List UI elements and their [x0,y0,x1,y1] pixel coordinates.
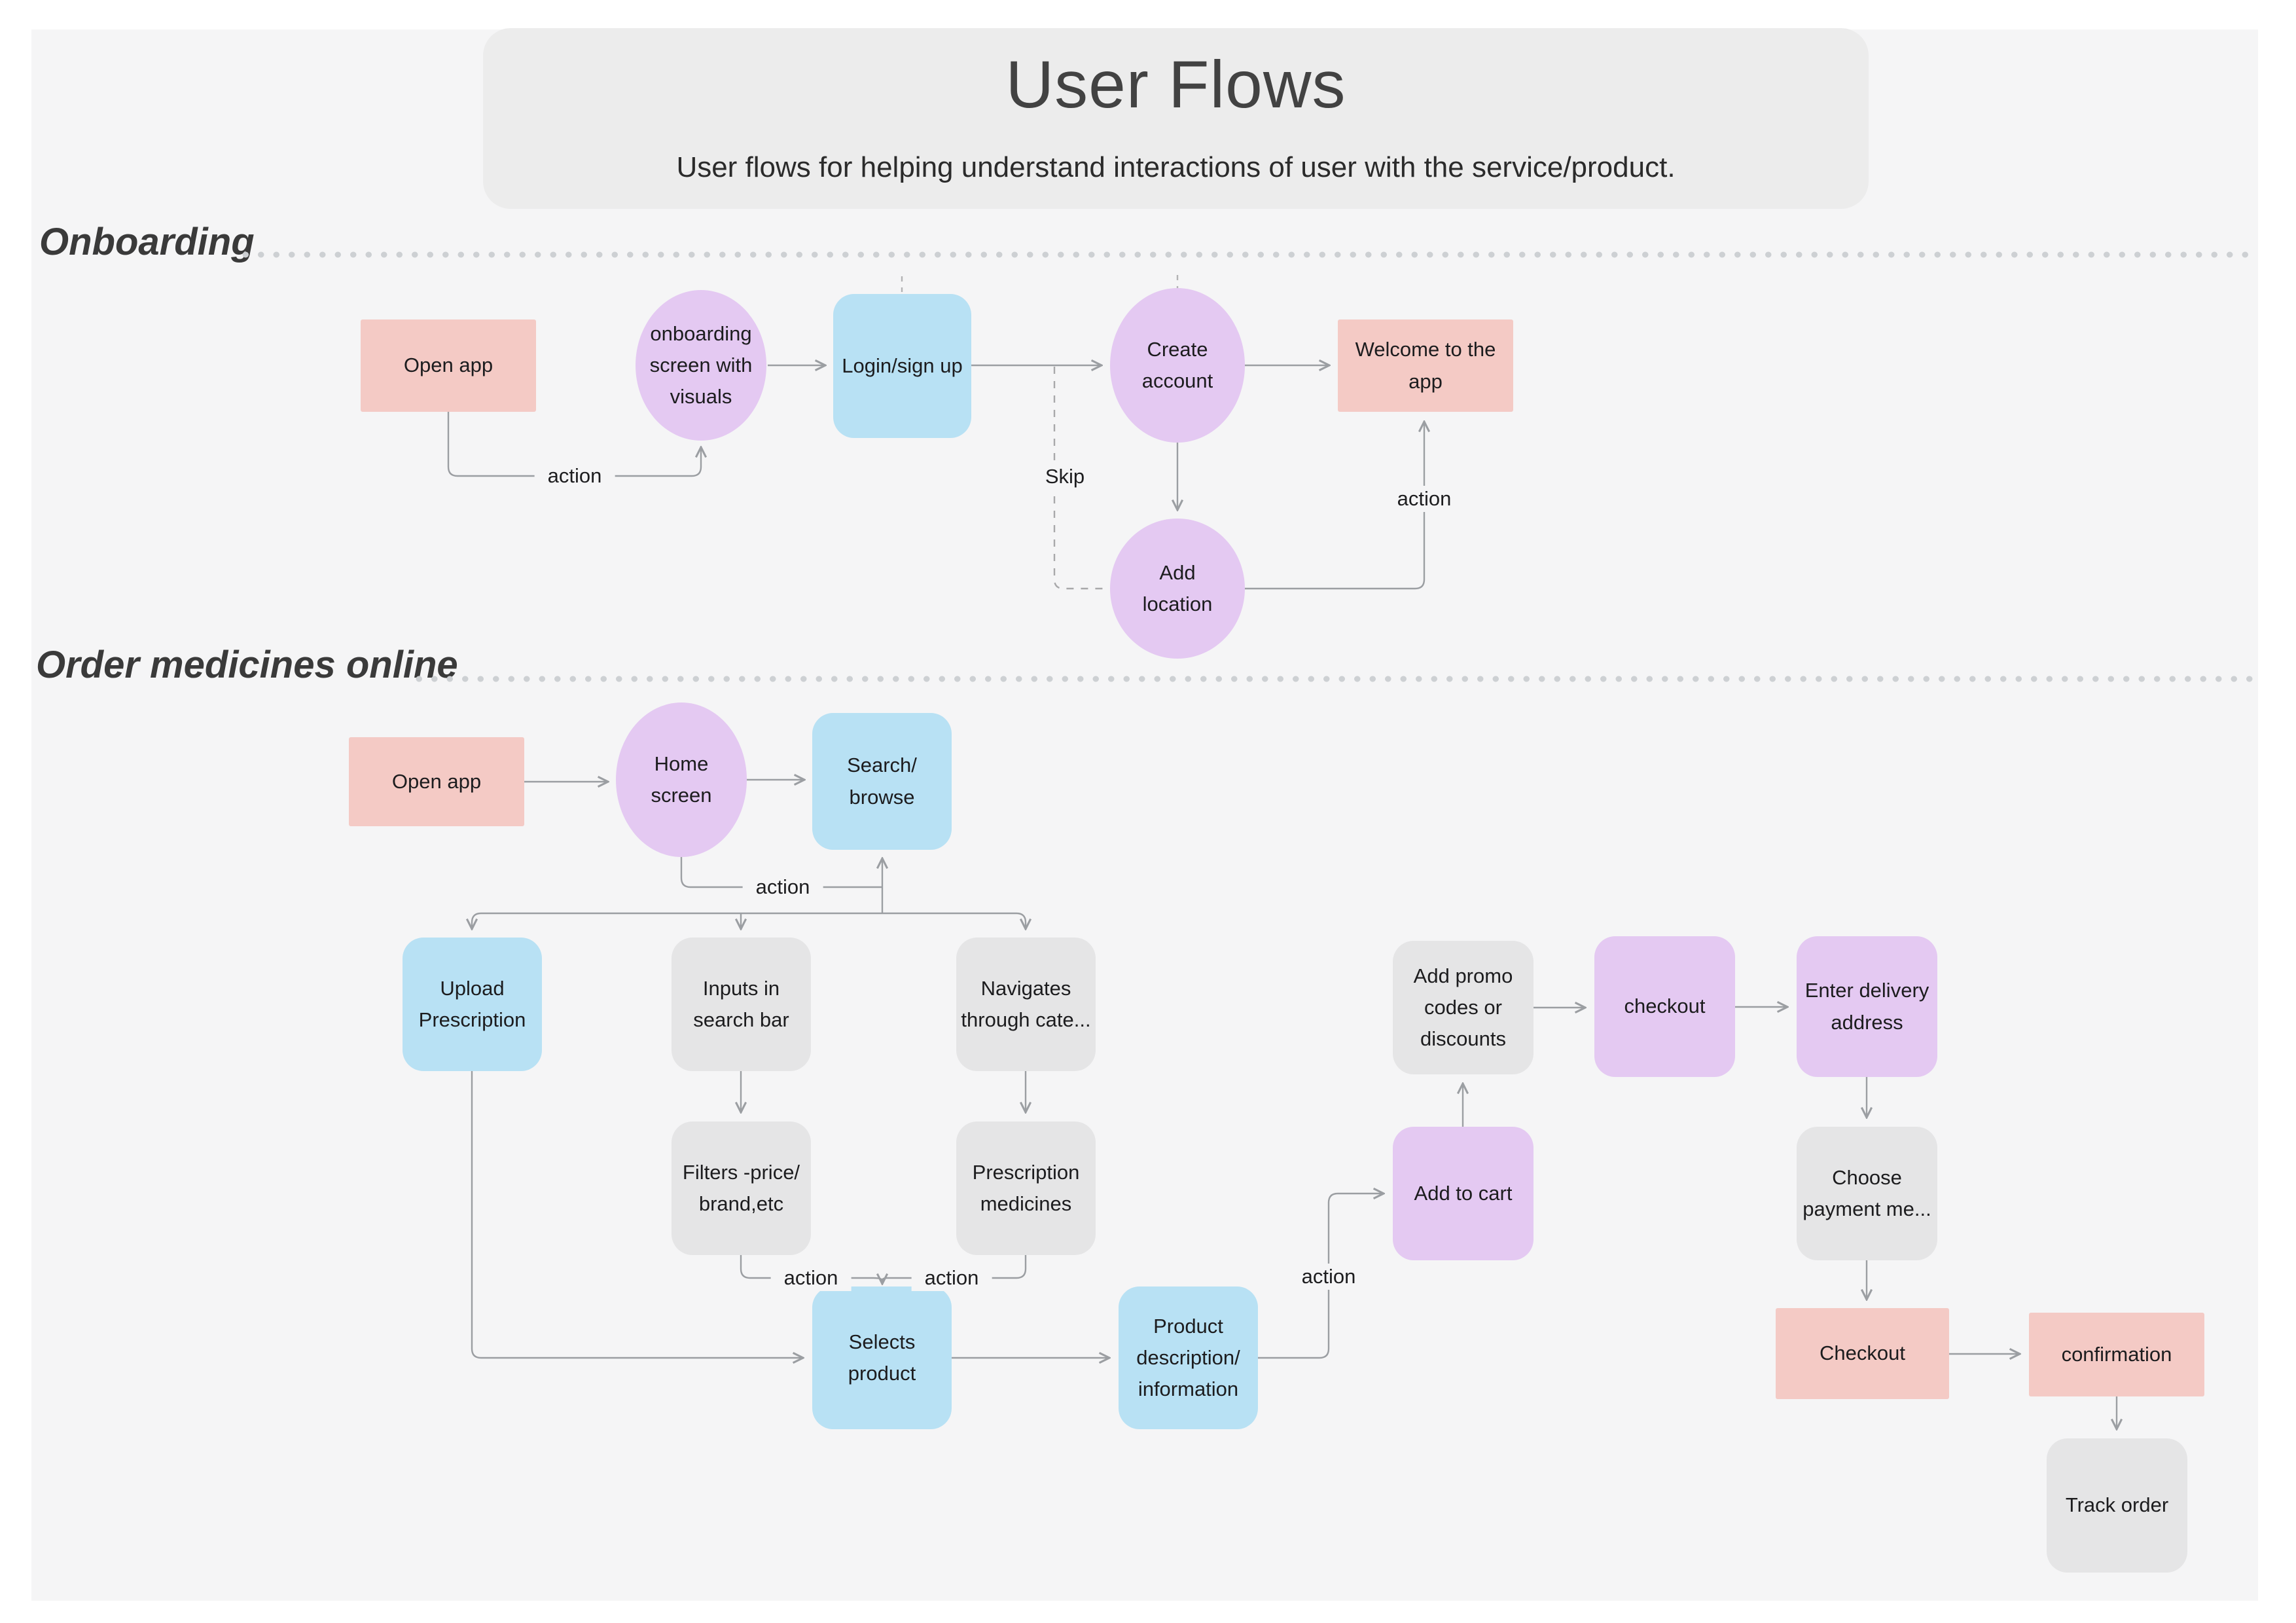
flow-node-prescription-medicines[interactable]: Prescription medicines [956,1122,1096,1255]
edge-label-action-2: action [1384,486,1465,512]
flow-node-filters-price-brand-label: Filters -price/ brand,etc [682,1160,800,1215]
section-label-onboarding: Onboarding [39,221,255,263]
page-subtitle: User flows for helping understand intera… [676,151,1676,183]
flow-node-add-promo-codes-label: Add promo codes or discounts [1413,964,1513,1051]
flow-node-add-promo-codes[interactable]: Add promo codes or discounts [1393,941,1534,1074]
flow-node-create-account[interactable]: Create account [1110,288,1245,443]
flow-node-checkout-step-label: checkout [1624,994,1706,1018]
flow-node-confirmation[interactable]: confirmation [2029,1313,2204,1396]
flow-node-selects-product[interactable]: Selects product [812,1286,952,1429]
edge-label-action-5: action [911,1265,992,1291]
flow-node-onboarding-visuals[interactable]: onboarding screen with visuals [636,290,766,441]
flow-node-product-description-label: Product description/ information [1136,1314,1240,1401]
edge-label-skip-1: Skip [1031,464,1098,490]
flow-node-add-location-label: Add location [1142,560,1213,615]
flow-node-home-screen[interactable]: Home screen [616,702,747,857]
flow-node-create-account-label: Create account [1141,337,1213,392]
page-title: User Flows [1005,47,1346,122]
flow-edges [447,275,2117,1429]
edge-label-action-6: action [1288,1264,1369,1290]
flow-node-welcome-to-app-label: Welcome to the app [1355,338,1496,393]
flow-node-search-browse[interactable]: Search/ browse [812,713,952,850]
flow-node-inputs-in-search-bar[interactable]: Inputs in search bar [672,938,811,1071]
flow-node-product-description[interactable]: Product description/ information [1119,1286,1258,1429]
flow-node-onboarding-visuals-label: onboarding screen with visuals [649,321,753,409]
flow-node-prescription-medicines-label: Prescription medicines [972,1160,1080,1215]
flow-node-inputs-in-search-bar-label: Inputs in search bar [693,976,789,1031]
flow-node-login-signup-label: Login/sign up [842,354,963,377]
flow-node-checkout-final-label: Checkout [1820,1341,1905,1365]
edge-label-action-3: action [742,874,823,900]
flow-node-open-app-1[interactable]: Open app [361,319,536,412]
flow-node-add-to-cart-label: Add to cart [1414,1181,1513,1205]
flow-node-navigates-categories[interactable]: Navigates through cate... [956,938,1096,1071]
flow-node-upload-prescription-label: Upload Prescription [418,976,526,1031]
edge-label-action-0: action [534,463,615,489]
flow-node-home-screen-label: Home screen [651,752,712,807]
flow-node-login-signup[interactable]: Login/sign up [833,294,971,438]
section-label-order-medicines: Order medicines online [36,644,458,686]
flow-node-checkout-final[interactable]: Checkout [1776,1308,1949,1399]
flow-node-search-browse-label: Search/ browse [847,754,917,809]
flow-node-track-order-label: Track order [2065,1493,2169,1517]
flow-node-open-app-2[interactable]: Open app [349,737,524,826]
flow-node-confirmation-label: confirmation [2061,1342,2172,1366]
title-card: User Flows User flows for helping unders… [483,28,1869,209]
edge-label-action-4: action [770,1265,852,1291]
flow-node-welcome-to-app[interactable]: Welcome to the app [1338,319,1513,412]
flow-node-choose-payment-label: Choose payment me... [1803,1165,1931,1220]
flow-node-upload-prescription[interactable]: Upload Prescription [403,938,542,1071]
flow-node-choose-payment[interactable]: Choose payment me... [1797,1127,1937,1260]
flow-node-filters-price-brand[interactable]: Filters -price/ brand,etc [672,1122,811,1255]
flow-node-add-location[interactable]: Add location [1110,519,1245,659]
flow-node-enter-delivery-address-label: Enter delivery address [1804,979,1929,1034]
flow-node-selects-product-label: Selects product [848,1330,916,1385]
flow-node-checkout-step[interactable]: checkout [1594,936,1735,1077]
flow-node-add-to-cart[interactable]: Add to cart [1393,1127,1534,1260]
flow-node-enter-delivery-address[interactable]: Enter delivery address [1797,936,1937,1077]
flow-node-track-order[interactable]: Track order [2047,1438,2187,1573]
flow-node-navigates-categories-label: Navigates through cate... [961,976,1091,1031]
flow-node-open-app-1-label: Open app [403,354,493,377]
flow-node-open-app-2-label: Open app [391,769,482,793]
